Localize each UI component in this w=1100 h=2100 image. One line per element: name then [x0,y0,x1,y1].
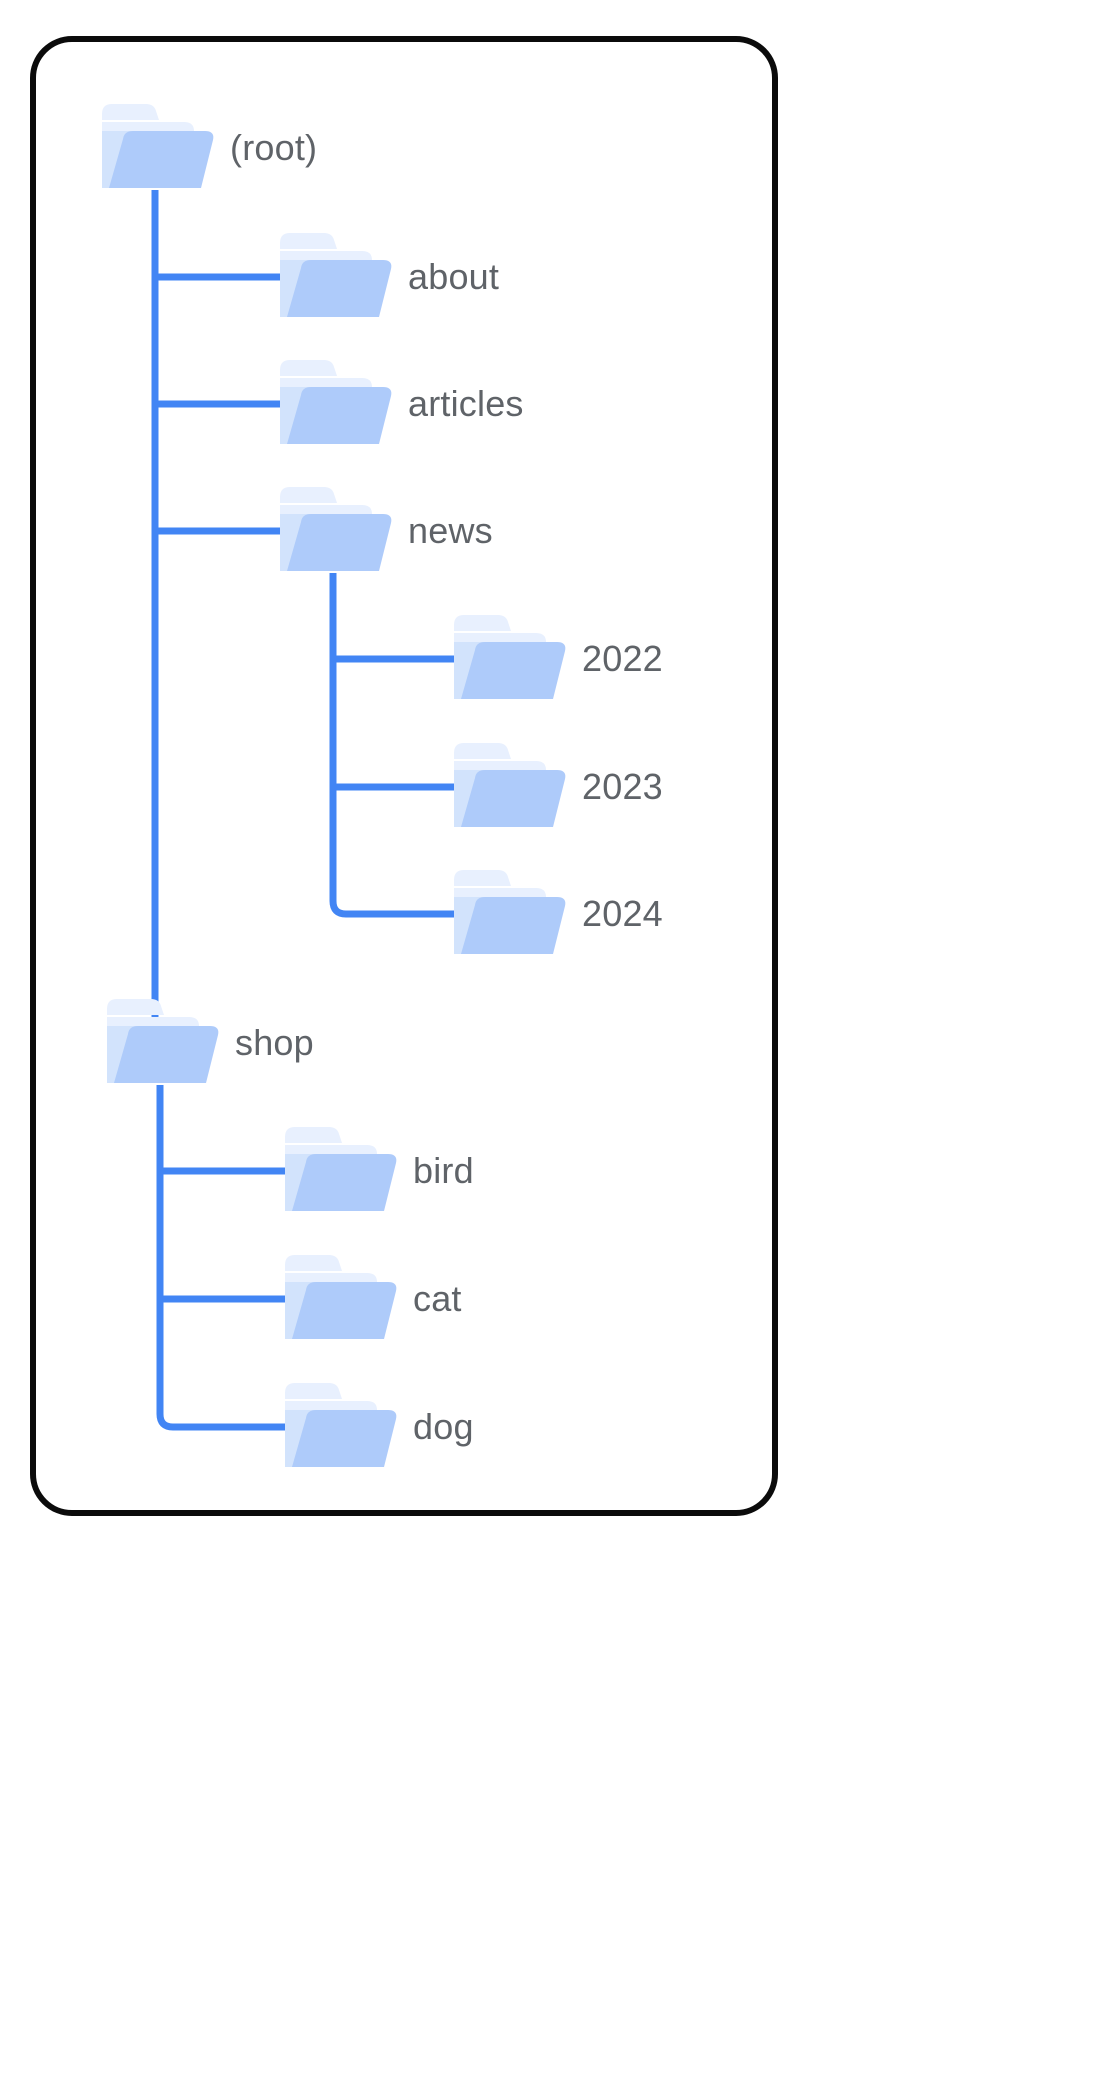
tree-node-label-2023[interactable]: 2023 [582,766,663,807]
tree-node-label-2024[interactable]: 2024 [582,893,663,934]
tree-node-label-bird[interactable]: bird [413,1150,474,1191]
tree-node-label-shop[interactable]: shop [235,1022,314,1063]
diagram-card [30,36,778,1516]
tree-node-label-news[interactable]: news [408,510,493,551]
tree-node-label-root[interactable]: (root) [230,127,318,168]
tree-node-label-articles[interactable]: articles [408,383,524,424]
tree-node-label-2022[interactable]: 2022 [582,638,663,679]
tree-node-label-about[interactable]: about [408,256,500,297]
tree-node-label-cat[interactable]: cat [413,1278,462,1319]
tree-node-label-dog[interactable]: dog [413,1406,474,1447]
